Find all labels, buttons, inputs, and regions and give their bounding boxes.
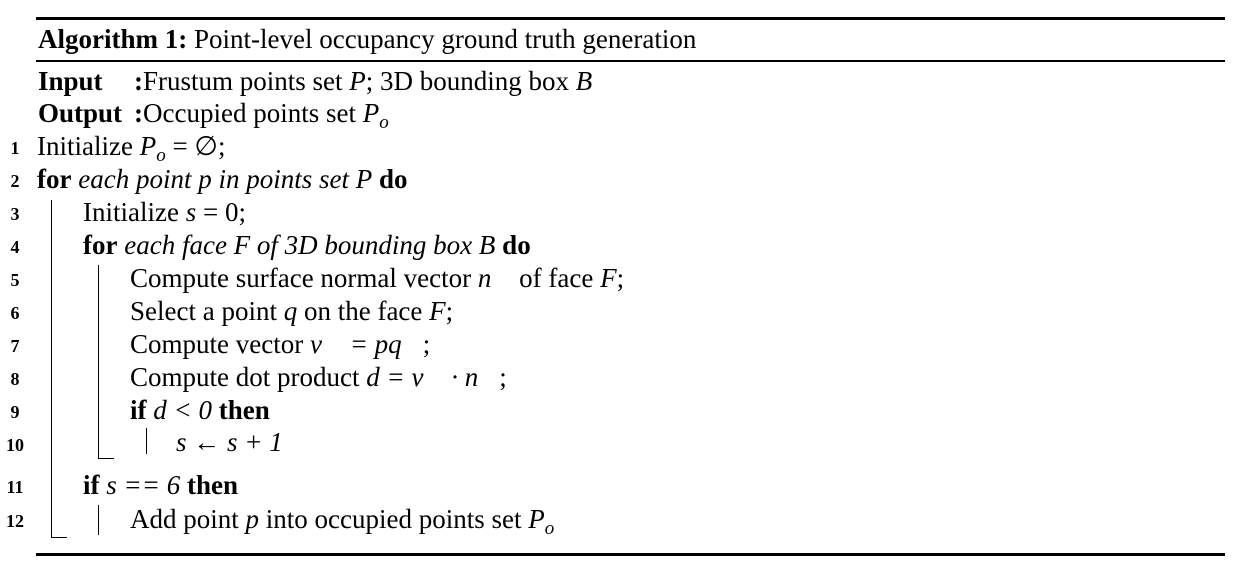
- line-number: 8: [10, 369, 20, 389]
- l5-var: F: [600, 263, 617, 293]
- line-number: 11: [6, 477, 24, 497]
- if-block-bar-2: [98, 505, 100, 535]
- output-sub: o: [379, 112, 389, 133]
- l7-rest: ;: [422, 329, 431, 359]
- line-number: 6: [10, 303, 20, 323]
- l8-text: Compute dot product: [130, 362, 367, 392]
- l4-var: F: [233, 230, 251, 260]
- l7-math: v⃗ = pq⃗: [309, 329, 423, 359]
- output-colon: :: [134, 98, 143, 128]
- line-number: 5: [10, 270, 20, 290]
- algorithm-title-text: Point-level occupancy ground truth gener…: [193, 24, 697, 54]
- header-rule: [36, 60, 1225, 62]
- l10-math: s ← s + 1: [176, 427, 283, 457]
- l12-text: Add point: [130, 504, 246, 534]
- l2-text: each point: [71, 164, 199, 194]
- outer-block-end: [51, 537, 67, 539]
- keyword-for: for: [83, 230, 118, 260]
- bottom-rule: [36, 553, 1225, 556]
- l5-text: Compute surface normal vector: [130, 263, 478, 293]
- l6-text2: on the face: [297, 296, 430, 326]
- keyword-do: do: [372, 164, 408, 194]
- input-text-2: ; 3D bounding box: [365, 66, 576, 96]
- outer-block-bar: [51, 200, 53, 538]
- code-line-6: Select a point q on the face F;: [130, 298, 453, 325]
- code-line-8: Compute dot product d = v⃗ · n⃗;: [130, 364, 507, 391]
- line-number: 9: [10, 402, 20, 422]
- l11-math: s == 6: [99, 470, 181, 500]
- code-line-4: for each face F of 3D bounding box B do: [83, 232, 531, 259]
- code-line-9: if d < 0 then: [130, 397, 270, 424]
- inner-block-bar: [98, 265, 100, 459]
- output-line: Output:Occupied points set Po: [38, 98, 389, 133]
- l5-text2: of face: [512, 263, 601, 293]
- l3-math: s: [185, 197, 197, 227]
- l3-text: Initialize: [83, 197, 186, 227]
- l1-text: Initialize: [37, 131, 140, 161]
- code-line-1: Initialize Po = ∅;: [37, 131, 226, 166]
- code-line-2: for each point p in points set P do: [37, 166, 408, 193]
- code-line-12: Add point p into occupied points set Po: [130, 504, 554, 539]
- l12-var: p: [245, 504, 260, 534]
- line-number: 4: [10, 237, 20, 257]
- line-number: 10: [6, 435, 24, 455]
- l5-math: n⃗: [477, 263, 513, 293]
- line-number: 2: [10, 171, 20, 191]
- l2-var2: P: [355, 164, 373, 194]
- l4-text2: of 3D bounding box: [250, 230, 479, 260]
- l12-text2: into occupied points set: [259, 504, 529, 534]
- input-var-p: P: [349, 66, 366, 96]
- l6-text: Select a point: [130, 296, 284, 326]
- l4-var2: B: [478, 230, 496, 260]
- algorithm-label: Algorithm 1:: [38, 24, 188, 54]
- output-label: Output: [38, 98, 123, 128]
- line-number: 12: [6, 511, 24, 531]
- algorithm-title: [187, 24, 194, 54]
- l1-sub: o: [156, 145, 166, 166]
- input-colon: :: [134, 66, 143, 96]
- l12-sub: o: [544, 518, 555, 539]
- keyword-if: if: [83, 470, 100, 500]
- l3-rest: = 0;: [196, 197, 246, 227]
- l2-text2: in points set: [211, 164, 356, 194]
- l12-math: P: [528, 504, 545, 534]
- l1-rest: = ∅;: [165, 131, 226, 161]
- line-number: 7: [10, 336, 20, 356]
- input-text-1: Frustum points set: [143, 66, 350, 96]
- input-var-b: B: [575, 66, 593, 96]
- code-line-11: if s == 6 then: [83, 472, 238, 499]
- keyword-then: then: [211, 395, 270, 425]
- output-var: P: [362, 98, 380, 128]
- keyword-if: if: [130, 395, 147, 425]
- l6-var: q: [283, 296, 298, 326]
- input-line: Input:Frustum points set P; 3D bounding …: [38, 68, 592, 95]
- output-text: Occupied points set: [143, 98, 363, 128]
- l8-rest: ;: [499, 362, 507, 392]
- code-line-5: Compute surface normal vector n⃗ of face…: [130, 265, 624, 292]
- if-block-bar: [146, 428, 148, 454]
- line-number: 3: [10, 204, 20, 224]
- l6-var2: F: [429, 296, 446, 326]
- input-label: Input: [38, 66, 103, 96]
- l1-math: P: [139, 131, 157, 161]
- keyword-do: do: [495, 230, 531, 260]
- code-line-3: Initialize s = 0;: [83, 199, 246, 226]
- keyword-for: for: [37, 164, 72, 194]
- keyword-then: then: [180, 470, 238, 500]
- code-line-7: Compute vector v⃗ = pq⃗;: [130, 331, 430, 358]
- l7-text: Compute vector: [130, 329, 310, 359]
- l6-rest: ;: [445, 296, 454, 326]
- line-number: 1: [10, 138, 20, 158]
- l4-text: each face: [117, 230, 234, 260]
- top-rule: [36, 17, 1225, 20]
- code-line-10: s ← s + 1: [176, 429, 283, 456]
- inner-block-end: [98, 458, 114, 460]
- algorithm-header: Algorithm 1: Point-level occupancy groun…: [38, 26, 696, 53]
- l9-math: d < 0: [146, 395, 212, 425]
- l5-rest: ;: [616, 263, 625, 293]
- l8-math: d = v⃗ · n⃗: [366, 362, 500, 392]
- l2-var: p: [198, 164, 212, 194]
